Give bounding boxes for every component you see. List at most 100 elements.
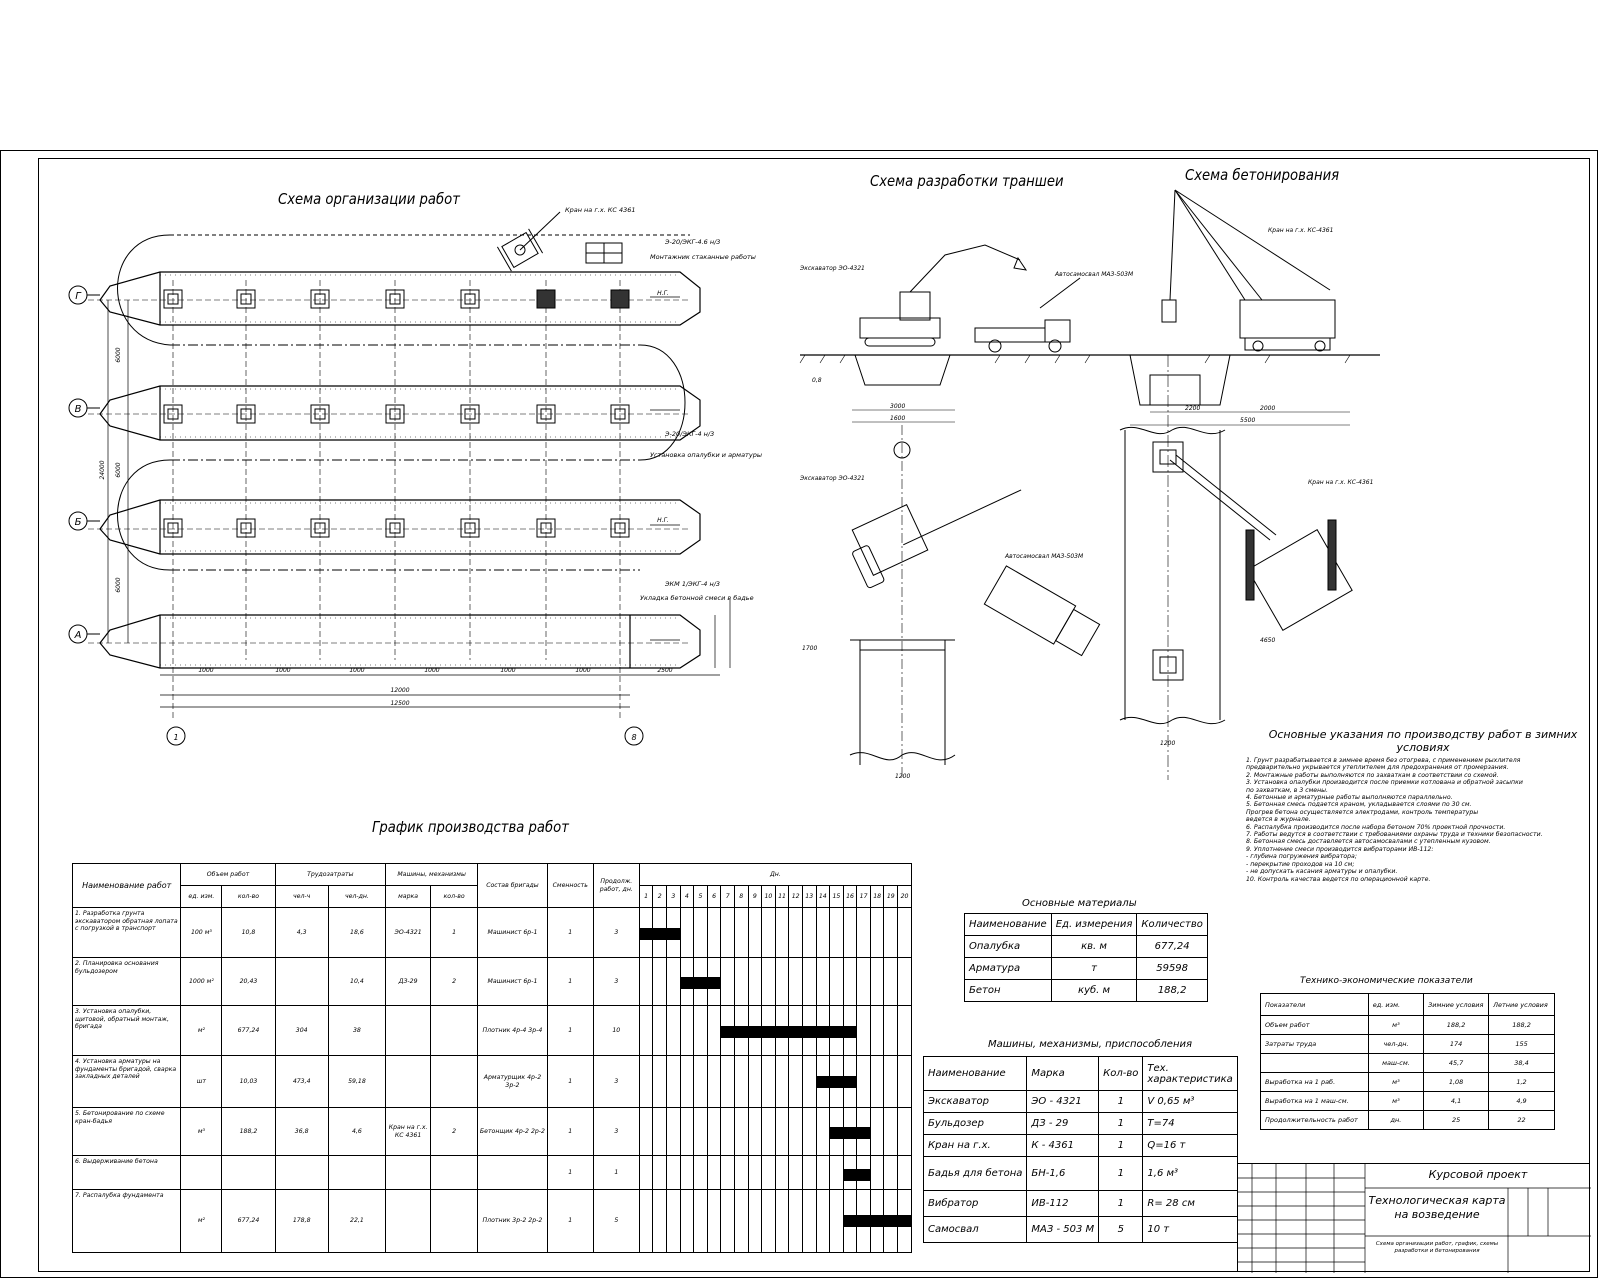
schedule-cell-total: 10,4 bbox=[327, 957, 387, 1006]
title-concreting: Схема бетонирования bbox=[1185, 166, 1340, 184]
gantt-cell bbox=[693, 1155, 708, 1190]
gantt-cell bbox=[733, 1155, 749, 1190]
schedule-row-name: 6. Выдерживание бетона bbox=[71, 1155, 182, 1190]
gantt-cell bbox=[788, 1155, 803, 1190]
gantt-cell bbox=[829, 1055, 844, 1108]
tep-header: Показатели bbox=[1260, 993, 1369, 1016]
gantt-cell bbox=[788, 907, 803, 958]
mach-cell: ИВ-112 bbox=[1026, 1190, 1100, 1217]
day-cell: 4 bbox=[679, 885, 695, 908]
day-cell: 6 bbox=[706, 885, 722, 908]
gantt-cell bbox=[788, 1005, 803, 1056]
schedule-cell-shifts: 1 bbox=[546, 1107, 594, 1156]
mach-header: Кол-во bbox=[1098, 1056, 1144, 1091]
sched-h-name: Наименование работ bbox=[71, 863, 182, 908]
gantt-cell bbox=[638, 907, 654, 958]
day-cell: 5 bbox=[693, 885, 708, 908]
schedule-cell-norm: 304 bbox=[274, 1005, 329, 1056]
gantt-bar bbox=[844, 1126, 856, 1139]
schedule-row-name: 7. Распалубка фундамента bbox=[71, 1189, 182, 1253]
callout-1-title: Э-20/ЭКГ-4.6 н/3 bbox=[664, 238, 720, 246]
tep-cell: м³ bbox=[1367, 1072, 1425, 1092]
gantt-cell bbox=[665, 1107, 681, 1156]
axis-label-8: 8 bbox=[631, 733, 636, 742]
schedule-row-name: 1. Разработка грунта экскаватором обратн… bbox=[71, 907, 182, 958]
note-line: 9. Уплотнение смеси производится вибрато… bbox=[1246, 845, 1434, 853]
schedule-cell-qty: 10,03 bbox=[221, 1055, 276, 1108]
mach-cell: 1 bbox=[1098, 1156, 1144, 1191]
note-line: 8. Бетонная смесь доставляется автосамос… bbox=[1246, 838, 1491, 846]
arrow-label: Н.Г. bbox=[657, 517, 669, 524]
dim-bottom: 1000 bbox=[198, 667, 213, 674]
callout-2-sub: Установка опалубки и арматуры bbox=[650, 451, 762, 459]
sched-h-machines: Машины, механизмы bbox=[385, 863, 479, 886]
schedule-cell-brand: ЭО-4321 bbox=[385, 907, 432, 958]
gantt-cell bbox=[788, 957, 803, 1006]
gantt-bar bbox=[830, 1126, 843, 1139]
dim-label: 1600 bbox=[890, 415, 905, 422]
mach-cell: Экскаватор bbox=[922, 1090, 1028, 1113]
gantt-cell bbox=[856, 1189, 871, 1253]
gantt-cell bbox=[747, 1107, 763, 1156]
gantt-cell bbox=[747, 907, 763, 958]
gantt-cell bbox=[829, 907, 844, 958]
gantt-cell bbox=[842, 1155, 858, 1190]
dim-label: 1200 bbox=[895, 773, 910, 780]
sched-h-unit: ед. изм. bbox=[180, 885, 223, 908]
stamp-title: Технологическая карта на возведение bbox=[1367, 1194, 1507, 1222]
gantt-cell bbox=[788, 1189, 803, 1253]
schedule-cell-total: 4,6 bbox=[327, 1107, 387, 1156]
gantt-cell bbox=[856, 1107, 871, 1156]
gantt-cell bbox=[774, 1055, 790, 1108]
gantt-cell bbox=[829, 1189, 844, 1253]
note-line: ведется в журнале. bbox=[1246, 816, 1311, 824]
note-line: 1. Грунт разрабатывается в зимнее время … bbox=[1246, 757, 1521, 764]
gantt-bar bbox=[735, 1025, 748, 1038]
gantt-cell bbox=[883, 1189, 899, 1253]
tep-cell: 188,2 bbox=[1423, 1015, 1490, 1035]
tep-cell: Затраты труда bbox=[1260, 1034, 1369, 1054]
gantt-cell bbox=[679, 1107, 695, 1156]
gantt-bar bbox=[694, 976, 707, 989]
gantt-cell bbox=[747, 1189, 763, 1253]
stamp-title-line1: Технологическая карта bbox=[1368, 1194, 1506, 1207]
gantt-cell bbox=[747, 1155, 763, 1190]
dim-left: 6000 bbox=[115, 462, 122, 477]
schedule-cell-shifts: 1 bbox=[546, 1005, 594, 1056]
schedule-row-name: 5. Бетонирование по схеме кран-бадья bbox=[71, 1107, 182, 1156]
mach-cell: Вибратор bbox=[922, 1190, 1028, 1217]
gantt-cell bbox=[638, 1107, 654, 1156]
tep-cell: 174 bbox=[1423, 1034, 1490, 1054]
notes-title: Основные указания по производству работ … bbox=[1268, 728, 1578, 754]
gantt-cell bbox=[679, 1155, 695, 1190]
gantt-cell bbox=[856, 1055, 871, 1108]
gantt-bar bbox=[884, 1214, 897, 1227]
mach-cell: Бульдозер bbox=[922, 1112, 1028, 1135]
gantt-cell bbox=[720, 1055, 735, 1108]
sched-h-crew: Состав бригады bbox=[477, 863, 548, 908]
note-line: по захваткам, в 3 смены. bbox=[1246, 786, 1329, 794]
gantt-cell bbox=[693, 1055, 708, 1108]
gantt-cell bbox=[829, 1155, 844, 1190]
gantt-cell bbox=[842, 1107, 858, 1156]
schedule-cell-norm: 36,8 bbox=[274, 1107, 329, 1156]
gantt-cell bbox=[801, 1189, 817, 1253]
mach-cell: К - 4361 bbox=[1026, 1134, 1100, 1157]
schedule-cell-dur: 3 bbox=[592, 957, 640, 1006]
day-cell: 9 bbox=[747, 885, 763, 908]
gantt-bar bbox=[857, 1126, 870, 1139]
day-cell: 19 bbox=[883, 885, 899, 908]
tep-title: Технико-экономические показатели bbox=[1300, 976, 1473, 986]
tep-cell: 38,4 bbox=[1488, 1053, 1555, 1073]
note-line: предварительно укрывается утеплителем дл… bbox=[1246, 764, 1509, 772]
gantt-bar bbox=[803, 1025, 816, 1038]
gantt-cell bbox=[842, 957, 858, 1006]
gantt-cell bbox=[679, 1005, 695, 1056]
tep-cell: м³ bbox=[1367, 1015, 1425, 1035]
mat-cell: 188,2 bbox=[1136, 979, 1208, 1002]
label-excavator: Экскаватор ЭО-4321 bbox=[799, 265, 865, 272]
schedule-cell-dur: 5 bbox=[592, 1189, 640, 1253]
mach-cell: Т=74 bbox=[1142, 1112, 1238, 1135]
tep-cell: маш-см. bbox=[1367, 1053, 1425, 1073]
